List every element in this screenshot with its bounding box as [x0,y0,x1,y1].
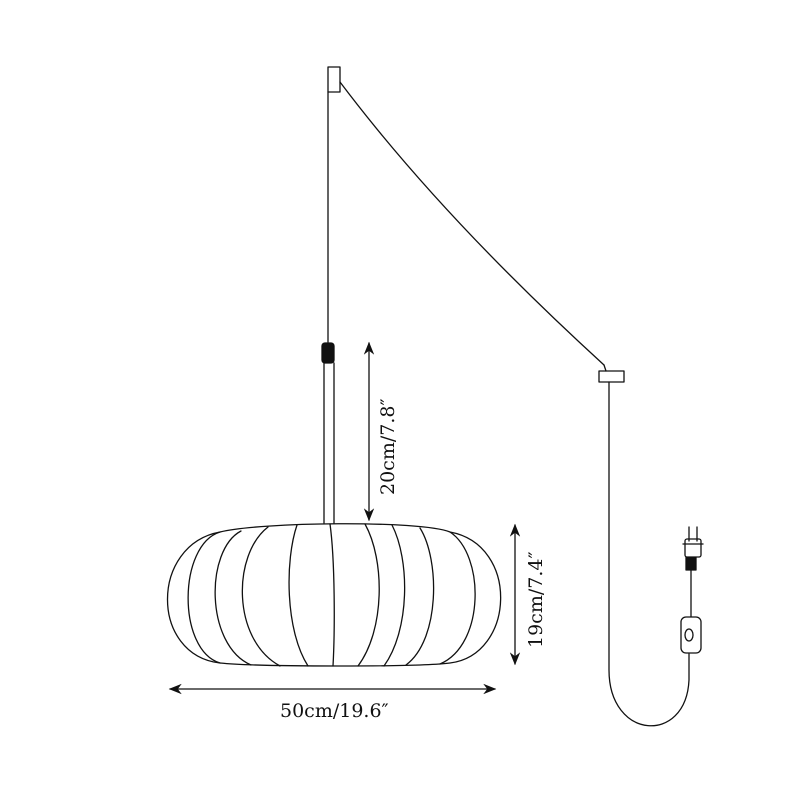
shade-width-label: 50cm/19.6″ [280,700,389,722]
power-cord [608,381,690,727]
pumpkin-shade [166,523,502,667]
inline-switch-icon [680,616,702,654]
rod-length-label: 20cm/7.8″ [377,398,399,495]
swag-cord [339,81,605,366]
plug-icon [682,526,704,571]
lamp-socket [321,342,335,524]
ceiling-bracket [327,66,341,343]
wall-hook [598,364,625,383]
shade-height-label: 19cm/7.4″ [525,551,547,648]
